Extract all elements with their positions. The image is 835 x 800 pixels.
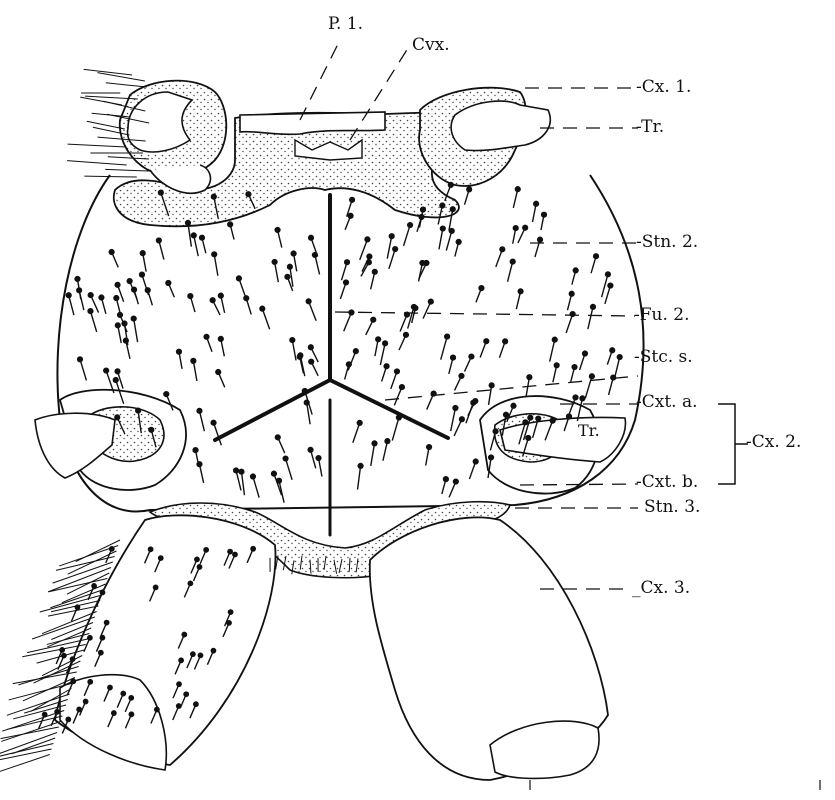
corner-ticks — [530, 780, 820, 790]
label-stn3: Stn. 3. — [644, 497, 700, 517]
right-front-trochanter — [451, 101, 550, 150]
label-fu2: -Fu. 2. — [634, 305, 690, 325]
label-cvx: Cvx. — [412, 35, 450, 55]
cx2-bracket — [718, 404, 748, 484]
label-tr: -Tr. — [636, 117, 664, 137]
thorax-outline — [57, 175, 643, 512]
label-cx1: -Cx. 1. — [636, 77, 691, 97]
furca — [215, 195, 448, 535]
label-tr-inner: Tr. — [578, 421, 600, 440]
label-cxtb: -Cxt. b. — [636, 472, 698, 492]
label-p1: P. 1. — [328, 14, 363, 34]
label-stn2: -Stn. 2. — [636, 232, 698, 252]
p1-plate — [240, 112, 385, 134]
left-middle-trochanter — [35, 413, 115, 478]
label-cxta: -Cxt. a. — [636, 392, 698, 412]
label-cx3: _Cx. 3. — [632, 578, 690, 598]
label-cx2: -Cx. 2. — [746, 432, 801, 452]
label-stcs: -Stc. s. — [634, 347, 693, 367]
